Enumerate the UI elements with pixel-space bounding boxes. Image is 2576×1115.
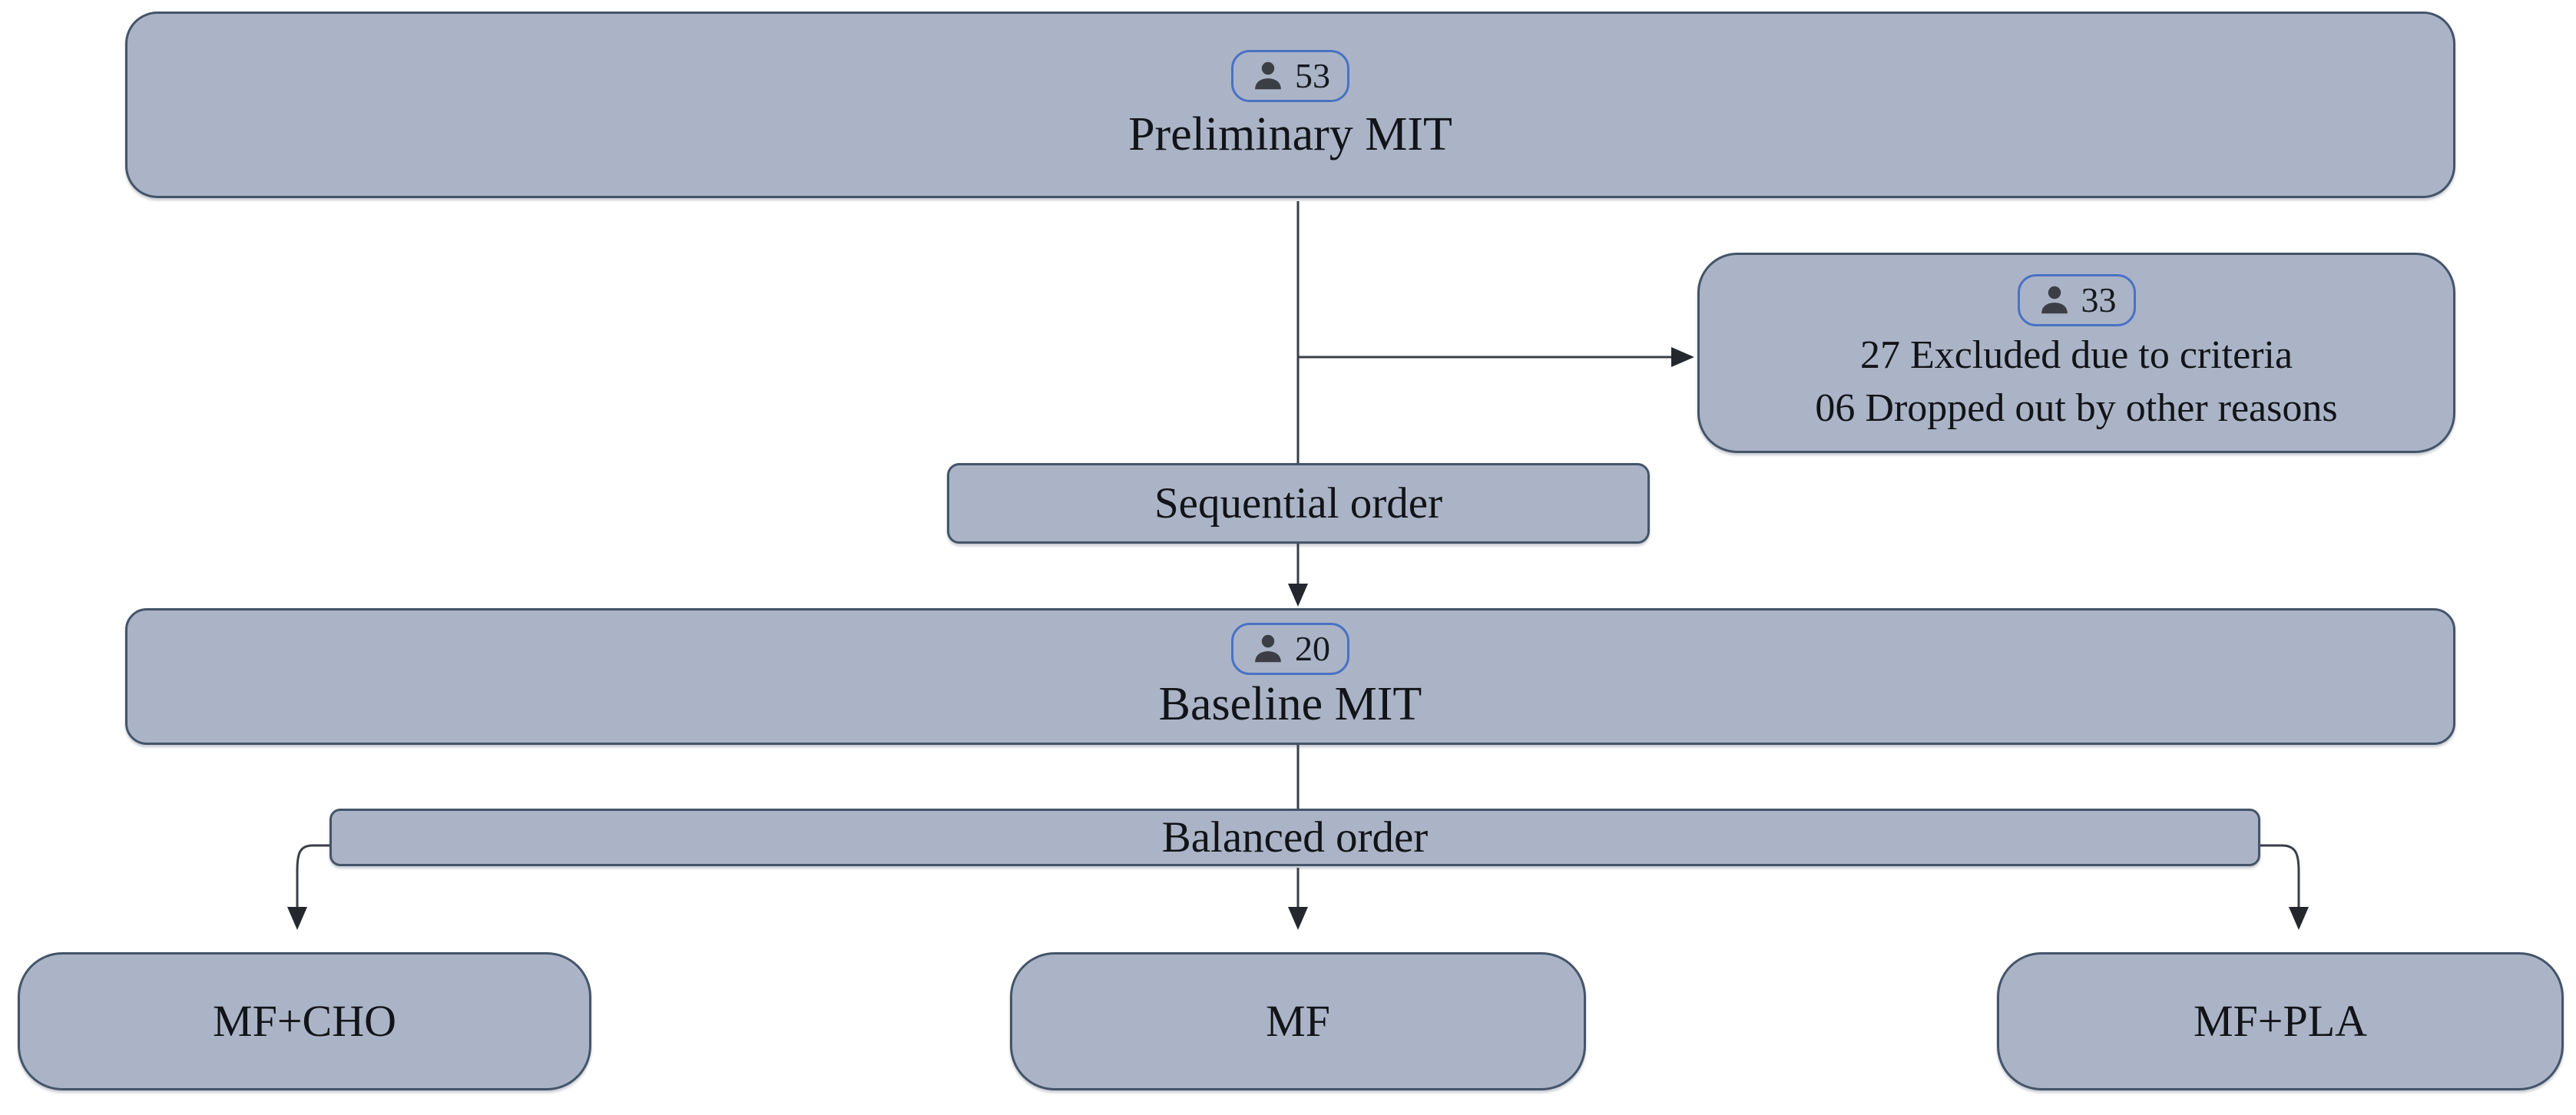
arrow-preliminary-to-baseline — [1288, 201, 1308, 607]
participant-count: 53 — [1295, 55, 1330, 95]
node-label: MF — [1266, 995, 1330, 1046]
arrow-balanced-to-mfcho — [287, 844, 329, 930]
node-excluded: 33 27 Excluded due to criteria 06 Droppe… — [1697, 253, 2455, 453]
arrow-balanced-to-mfpla — [2260, 844, 2309, 930]
node-mf-cho: MF+CHO — [18, 952, 591, 1090]
node-baseline-mit: 20 Baseline MIT — [125, 608, 2455, 745]
node-label: Sequential order — [1154, 478, 1443, 528]
excluded-reason-1: 27 Excluded due to criteria — [1859, 333, 2293, 377]
node-sequential-order: Sequential order — [947, 463, 1650, 544]
participant-count-badge: 20 — [1231, 623, 1349, 676]
participant-count-badge: 53 — [1231, 49, 1349, 102]
participant-count-badge: 33 — [2017, 273, 2136, 326]
node-mf: MF — [1010, 952, 1586, 1090]
arrow-balanced-to-mf — [1288, 868, 1308, 930]
person-icon — [1255, 61, 1281, 90]
person-icon — [2041, 286, 2068, 313]
node-label: Baseline MIT — [1158, 678, 1422, 731]
node-label: Balanced order — [1161, 812, 1429, 862]
node-preliminary-mit: 53 Preliminary MIT — [125, 12, 2455, 198]
participant-count: 33 — [2081, 280, 2117, 319]
node-label: MF+PLA — [2193, 995, 2368, 1046]
node-balanced-order: Balanced order — [329, 809, 2260, 866]
excluded-reason-2: 06 Dropped out by other reasons — [1815, 385, 2338, 430]
node-label: MF+CHO — [213, 995, 396, 1046]
node-mf-pla: MF+PLA — [1997, 952, 2564, 1090]
arrow-to-excluded — [1298, 347, 1694, 367]
node-label: Preliminary MIT — [1128, 108, 1452, 160]
participant-count: 20 — [1295, 629, 1330, 669]
person-icon — [1255, 635, 1281, 663]
